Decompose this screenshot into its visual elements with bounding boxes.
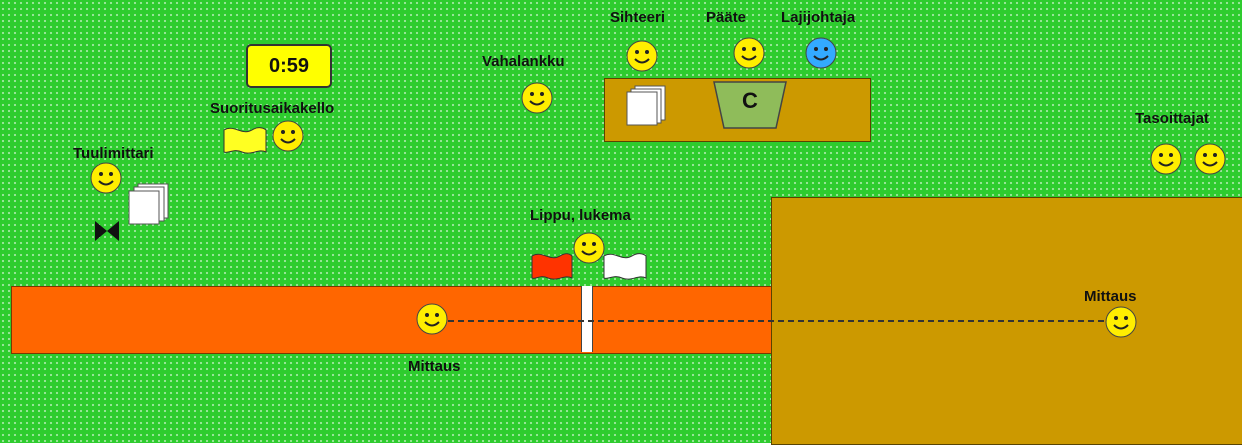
smiley-icon bbox=[573, 232, 605, 264]
smiley-icon bbox=[272, 120, 304, 152]
timer-display: 0:59 bbox=[246, 44, 332, 88]
smiley-blue-icon bbox=[805, 37, 837, 69]
smiley-icon bbox=[521, 82, 553, 114]
secretary-label: Sihteeri bbox=[610, 9, 666, 26]
event-leader-label: Lajijohtaja bbox=[781, 9, 856, 26]
smiley-icon bbox=[1194, 143, 1226, 175]
wind-gauge-label: Tuulimittari bbox=[73, 145, 154, 162]
levelers-label: Tasoittajat bbox=[1135, 110, 1209, 127]
white-flag-icon bbox=[603, 253, 647, 280]
smiley-icon bbox=[733, 37, 765, 69]
measurement-line bbox=[448, 320, 1104, 322]
terminal-letter: C bbox=[742, 88, 758, 113]
smiley-icon bbox=[1150, 143, 1182, 175]
terminal-icon bbox=[713, 81, 787, 129]
smiley-icon bbox=[90, 162, 122, 194]
takeoff-board bbox=[581, 286, 593, 352]
board-judge-label: Vahalankku bbox=[482, 53, 565, 70]
smiley-icon bbox=[416, 303, 448, 335]
terminal-label: Pääte bbox=[706, 9, 747, 26]
smiley-icon bbox=[1105, 306, 1137, 338]
yellow-flag-icon bbox=[223, 127, 267, 154]
pit-measure-label: Mittaus bbox=[1084, 288, 1137, 305]
papers-icon bbox=[626, 85, 666, 126]
flag-reading-label: Lippu, lukema bbox=[530, 207, 631, 224]
wind-gauge-icon bbox=[95, 221, 119, 241]
papers-icon bbox=[128, 183, 169, 225]
smiley-icon bbox=[626, 40, 658, 72]
red-flag-icon bbox=[531, 253, 573, 280]
runway-measure-label: Mittaus bbox=[408, 358, 461, 375]
timer-operator-label: Suoritusaikakello bbox=[210, 100, 335, 117]
